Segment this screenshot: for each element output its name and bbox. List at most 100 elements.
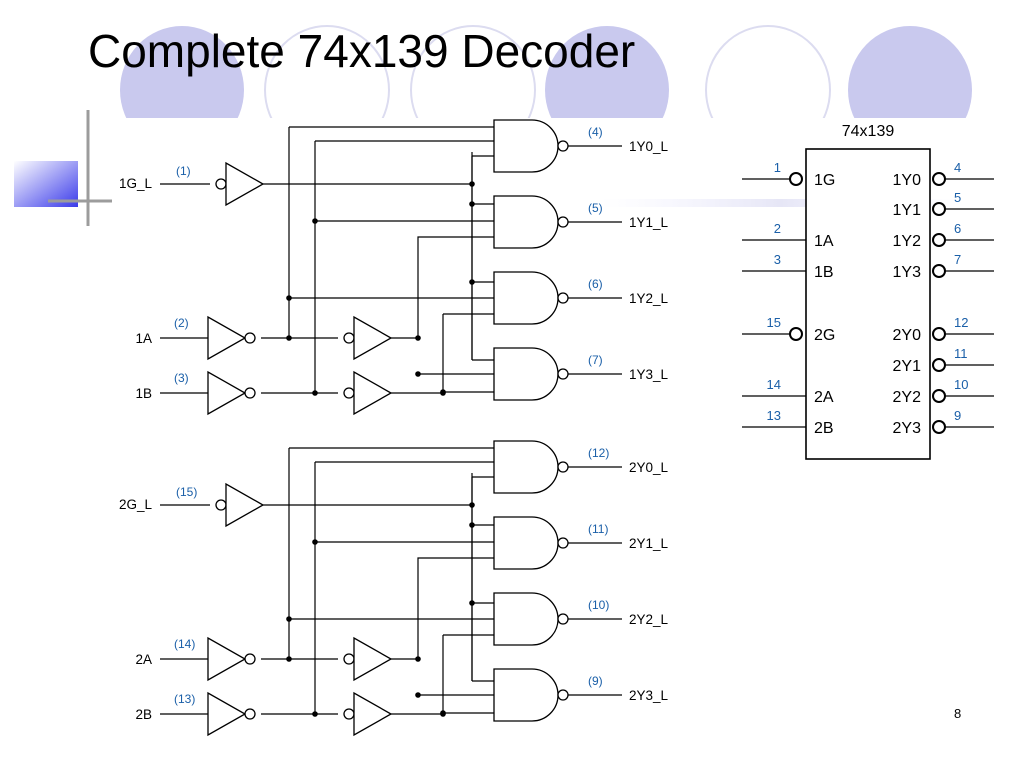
junction-dot — [286, 335, 292, 341]
output-label: 2Y3_L — [629, 688, 669, 703]
input-pin-number: (14) — [174, 637, 195, 651]
chip-right-pin-label: 1Y3 — [893, 264, 922, 281]
inversion-bubble — [215, 178, 227, 190]
buffer-gate — [353, 636, 393, 682]
chip-inversion-bubble — [932, 327, 946, 341]
slide-title: Complete 74x139 Decoder — [88, 25, 636, 77]
inversion-bubble — [557, 368, 569, 380]
chip-right-pin-number: 4 — [954, 160, 961, 175]
chip-left-pin-label: 2G — [814, 327, 835, 344]
junction-dot — [312, 539, 318, 545]
output-pin-number: (11) — [588, 522, 608, 536]
inversion-bubble — [244, 332, 256, 344]
chip-right-pin-number: 9 — [954, 408, 961, 423]
inversion-bubble — [343, 332, 355, 344]
chip-left-pin-number: 1 — [774, 160, 781, 175]
inversion-bubble — [244, 653, 256, 665]
chip-symbol: 74x13911G21A31B152G142A132B41Y051Y161Y27… — [742, 123, 994, 460]
decoder-2: 2G_L(15)2A(14)2B(13)(12)2Y0_L(11)2Y1_L(1… — [119, 440, 669, 737]
inversion-bubble — [557, 537, 569, 549]
nand-gate-2-1 — [493, 516, 559, 570]
inversion-bubble — [557, 216, 569, 228]
nand-gate-2-2 — [493, 592, 559, 646]
output-label: 1Y0_L — [629, 139, 669, 154]
chip-inversion-bubble — [789, 172, 803, 186]
junction-dot — [469, 181, 475, 187]
buffer-gate — [207, 315, 247, 361]
inversion-bubble — [343, 387, 355, 399]
decoder-1: 1G_L(1)1A(2)1B(3)(4)1Y0_L(5)1Y1_L(6)1Y2_… — [119, 119, 669, 416]
chip-right-pin-label: 2Y0 — [893, 327, 922, 344]
chip-left-pin-number: 13 — [767, 408, 781, 423]
chip-inversion-bubble — [932, 233, 946, 247]
nand-gate-2-3 — [493, 668, 559, 722]
buffer-gate — [353, 315, 393, 361]
chip-right-pin-number: 12 — [954, 315, 968, 330]
output-pin-number: (10) — [588, 598, 609, 612]
junction-dot — [469, 502, 475, 508]
buffer-gate — [225, 161, 265, 207]
chip-inversion-bubble — [789, 327, 803, 341]
output-label: 2Y1_L — [629, 536, 669, 551]
junction-dot — [312, 711, 318, 717]
junction-dot — [312, 390, 318, 396]
buffer-gate — [207, 636, 247, 682]
chip-left-pin-label: 2B — [814, 420, 834, 437]
chip-inversion-bubble — [932, 358, 946, 372]
junction-dot — [415, 692, 421, 698]
buffer-gate — [225, 482, 265, 528]
chip-right-pin-number: 10 — [954, 377, 968, 392]
chip-left-pin-number: 14 — [767, 377, 781, 392]
output-label: 2Y2_L — [629, 612, 669, 627]
chip-right-pin-label: 2Y3 — [893, 420, 922, 437]
buffer-gate — [353, 691, 393, 737]
junction-dot — [312, 218, 318, 224]
chip-right-pin-number: 5 — [954, 190, 961, 205]
nand-gate-2-0 — [493, 440, 559, 494]
enable-label: 2G_L — [119, 497, 153, 512]
chip-right-pin-label: 1Y0 — [893, 172, 922, 189]
chip-left-pin-label: 1B — [814, 264, 834, 281]
chip-right-pin-number: 7 — [954, 252, 961, 267]
output-pin-number: (4) — [588, 125, 603, 139]
junction-dot — [469, 600, 475, 606]
inversion-bubble — [343, 708, 355, 720]
input-pin-number: (13) — [174, 692, 195, 706]
nand-gate-1-2 — [493, 271, 559, 325]
chip-inversion-bubble — [932, 420, 946, 434]
chip-left-pin-label: 2A — [814, 389, 834, 406]
junction-dot — [415, 656, 421, 662]
page-number: 8 — [954, 706, 962, 721]
buffer-gate — [353, 370, 393, 416]
junction-dot — [286, 656, 292, 662]
junction-dot — [440, 710, 446, 716]
junction-dot — [415, 371, 421, 377]
enable-pin-number: (15) — [176, 485, 197, 499]
chip-left-pin-label: 1A — [814, 233, 834, 250]
input-label: 1B — [135, 386, 152, 401]
chip-right-pin-label: 2Y1 — [893, 358, 922, 375]
input-label: 2A — [135, 652, 152, 667]
enable-label: 1G_L — [119, 176, 153, 191]
output-pin-number: (6) — [588, 277, 603, 291]
output-label: 1Y1_L — [629, 215, 669, 230]
output-pin-number: (5) — [588, 201, 603, 215]
chip-inversion-bubble — [932, 389, 946, 403]
chip-right-pin-label: 2Y2 — [893, 389, 922, 406]
chip-right-pin-label: 1Y2 — [893, 233, 922, 250]
chip-left-pin-label: 1G — [814, 172, 835, 189]
chip-left-pin-number: 15 — [767, 315, 781, 330]
inversion-bubble — [557, 140, 569, 152]
chip-left-pin-number: 2 — [774, 221, 781, 236]
junction-dot — [286, 616, 292, 622]
output-pin-number: (9) — [588, 674, 603, 688]
decor-cross — [14, 110, 112, 226]
wire — [417, 557, 494, 561]
decor-band — [600, 199, 960, 207]
chip-name: 74x139 — [842, 123, 895, 140]
output-label: 2Y0_L — [629, 460, 669, 475]
junction-dot — [286, 295, 292, 301]
chip-right-pin-number: 11 — [954, 346, 968, 361]
junction-dot — [469, 279, 475, 285]
